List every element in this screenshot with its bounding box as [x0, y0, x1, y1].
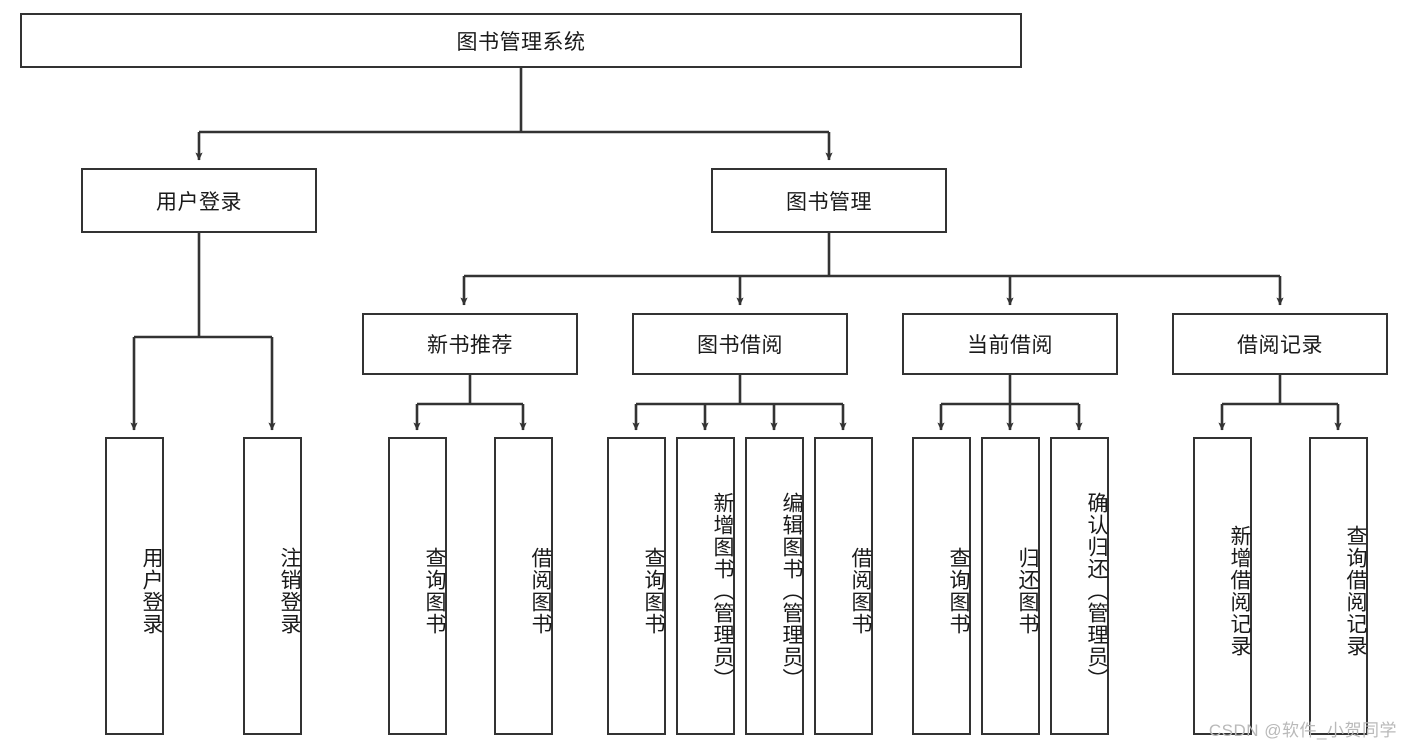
node-label: 查询借阅记录	[1344, 525, 1367, 657]
node-book-borrow[interactable]: 图书借阅	[632, 313, 848, 375]
node-borrow-record[interactable]: 借阅记录	[1172, 313, 1388, 375]
node-current-borrow[interactable]: 当前借阅	[902, 313, 1118, 375]
node-leaf-borrow-book-1[interactable]: 借阅图书	[494, 437, 553, 735]
node-leaf-query-book-1[interactable]: 查询图书	[388, 437, 447, 735]
node-label: 借阅记录	[1237, 334, 1323, 357]
node-book-management[interactable]: 图书管理	[711, 168, 947, 233]
node-label: 查询图书	[423, 547, 446, 635]
node-leaf-query-book-2[interactable]: 查询图书	[607, 437, 666, 735]
node-label: 查询图书	[947, 547, 970, 635]
node-leaf-query-book-3[interactable]: 查询图书	[912, 437, 971, 735]
node-leaf-confirm-return[interactable]: 确认归还（管理员）	[1050, 437, 1109, 735]
node-label: 图书管理系统	[456, 30, 586, 54]
node-root-system[interactable]: 图书管理系统	[20, 13, 1022, 68]
node-label: 借阅图书	[529, 547, 552, 635]
node-label: 图书管理	[786, 190, 872, 214]
node-label: 编辑图书（管理员）	[780, 492, 803, 690]
node-leaf-add-record[interactable]: 新增借阅记录	[1193, 437, 1252, 735]
node-label: 查询图书	[642, 547, 665, 635]
node-leaf-edit-book[interactable]: 编辑图书（管理员）	[745, 437, 804, 735]
node-leaf-return-book[interactable]: 归还图书	[981, 437, 1040, 735]
node-leaf-add-book[interactable]: 新增图书（管理员）	[676, 437, 735, 735]
node-label: 注销登录	[278, 547, 301, 635]
node-label: 当前借阅	[967, 334, 1053, 357]
node-label: 用户登录	[156, 190, 242, 214]
node-label: 新增借阅记录	[1228, 525, 1251, 657]
node-leaf-borrow-book-2[interactable]: 借阅图书	[814, 437, 873, 735]
node-label: 借阅图书	[849, 547, 872, 635]
node-leaf-logout-login[interactable]: 注销登录	[243, 437, 302, 735]
node-leaf-user-login[interactable]: 用户登录	[105, 437, 164, 735]
node-label: 用户登录	[140, 547, 163, 635]
node-new-book-recommend[interactable]: 新书推荐	[362, 313, 578, 375]
node-label: 图书借阅	[697, 334, 783, 357]
node-leaf-query-record[interactable]: 查询借阅记录	[1309, 437, 1368, 735]
node-label: 新增图书（管理员）	[711, 492, 734, 690]
node-label: 新书推荐	[427, 334, 513, 357]
node-user-login[interactable]: 用户登录	[81, 168, 317, 233]
node-label: 归还图书	[1016, 547, 1039, 635]
node-label: 确认归还（管理员）	[1085, 492, 1108, 690]
